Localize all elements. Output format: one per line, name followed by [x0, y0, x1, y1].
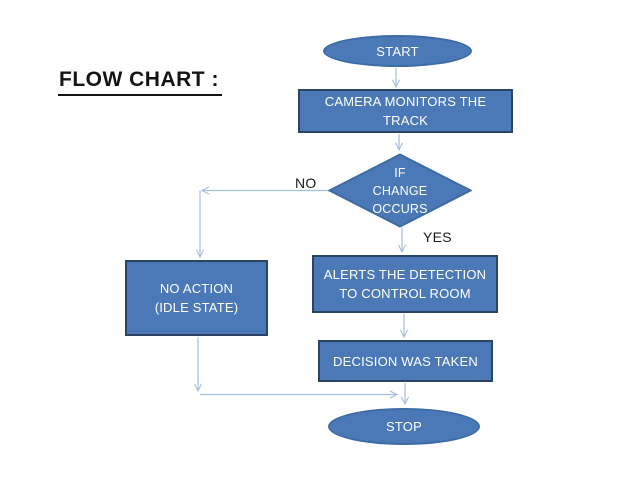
node-condition-line2: CHANGE: [372, 183, 428, 198]
node-camera-line2: TRACK: [382, 113, 429, 128]
node-alerts-line1: ALERTS THE DETECTION: [323, 267, 487, 282]
node-stop-label: STOP: [386, 419, 422, 434]
flowchart-node-condition: IF CHANGE OCCURS: [328, 153, 472, 228]
flowchart-node-start: START: [323, 35, 472, 67]
node-decision-line1: DECISION WAS TAKEN: [333, 353, 478, 369]
flowchart-node-decision-taken: DECISION WAS TAKEN: [318, 340, 493, 382]
flowchart-node-camera-monitors: CAMERA MONITORS THE TRACK: [298, 89, 513, 133]
node-noaction-line2: (IDLE STATE): [154, 300, 239, 315]
page-title: FLOW CHART :: [58, 68, 222, 96]
flowchart-node-condition-shape: [328, 153, 472, 228]
edge-label-no: NO: [295, 175, 317, 191]
node-alerts-line2: TO CONTROL ROOM: [339, 286, 471, 301]
node-start-label: START: [376, 43, 419, 59]
edge-label-yes: YES: [423, 229, 452, 245]
node-camera-line1: CAMERA MONITORS THE: [324, 94, 487, 109]
node-condition-line3: OCCURS: [372, 201, 428, 216]
flowchart-node-stop: STOP: [328, 408, 480, 445]
node-condition-line1: IF: [394, 165, 406, 180]
flowchart-node-no-action: NO ACTION (IDLE STATE): [125, 260, 268, 336]
diamond-shape: [328, 153, 472, 228]
flowchart-node-alerts: ALERTS THE DETECTION TO CONTROL ROOM: [312, 255, 498, 313]
node-noaction-line1: NO ACTION: [159, 281, 234, 296]
